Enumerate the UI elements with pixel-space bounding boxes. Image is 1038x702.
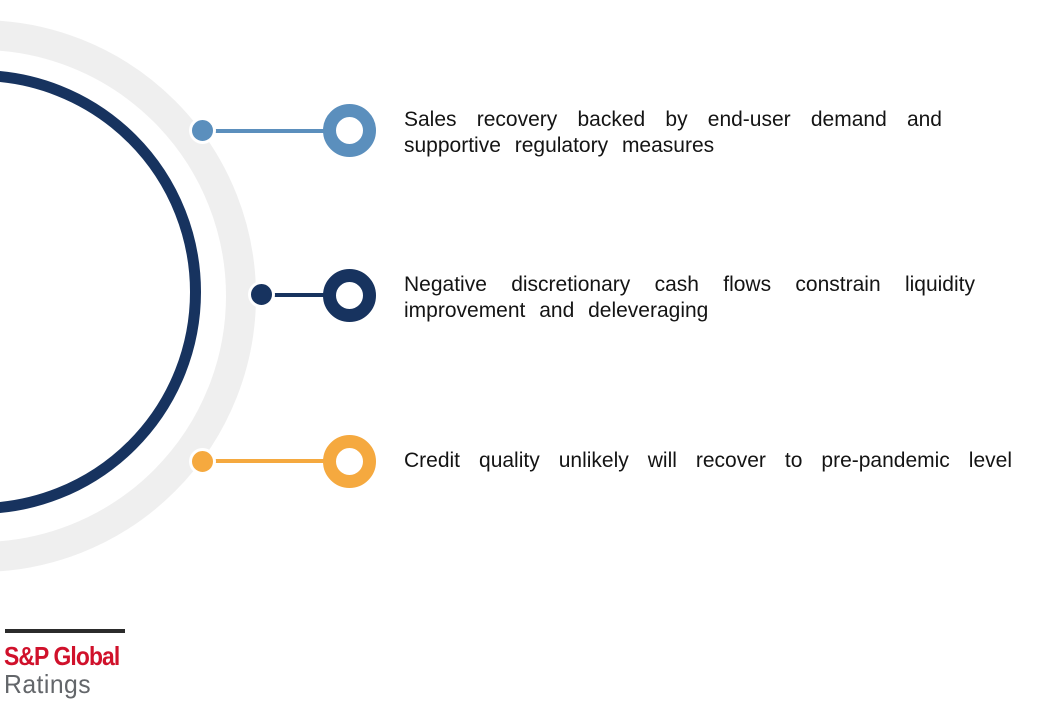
bullet-text-line: supportive regulatory measures xyxy=(404,134,715,157)
bullet-ring-icon-1 xyxy=(323,104,376,157)
logo-bar xyxy=(5,629,125,633)
bullet-text-cash-flows: Negative discretionary cash flows constr… xyxy=(404,272,975,324)
bullet-connector-line-2 xyxy=(269,293,328,297)
bullet-connector-line-1 xyxy=(210,129,328,133)
bullet-connector-line-3 xyxy=(210,459,328,463)
bullet-text-credit-quality: Credit quality unlikely will recover to … xyxy=(404,448,1012,474)
bullet-dot-1 xyxy=(189,117,216,144)
bullet-text-line: Credit quality unlikely will recover to … xyxy=(404,449,1012,472)
logo-brand-name: S&P Global xyxy=(4,641,120,671)
bullet-text-sales-recovery: Sales recovery backed by end-user demand… xyxy=(404,107,942,159)
bullet-dot-2 xyxy=(248,281,275,308)
bullet-text-line: Sales recovery backed by end-user demand… xyxy=(404,108,942,131)
bullet-dot-3 xyxy=(189,448,216,475)
bullet-text-line: improvement and deleveraging xyxy=(404,299,709,322)
logo-division-name: Ratings xyxy=(4,669,92,699)
bullet-text-line: Negative discretionary cash flows constr… xyxy=(404,273,975,296)
bullet-ring-icon-3 xyxy=(323,435,376,488)
bullet-ring-icon-2 xyxy=(323,269,376,322)
